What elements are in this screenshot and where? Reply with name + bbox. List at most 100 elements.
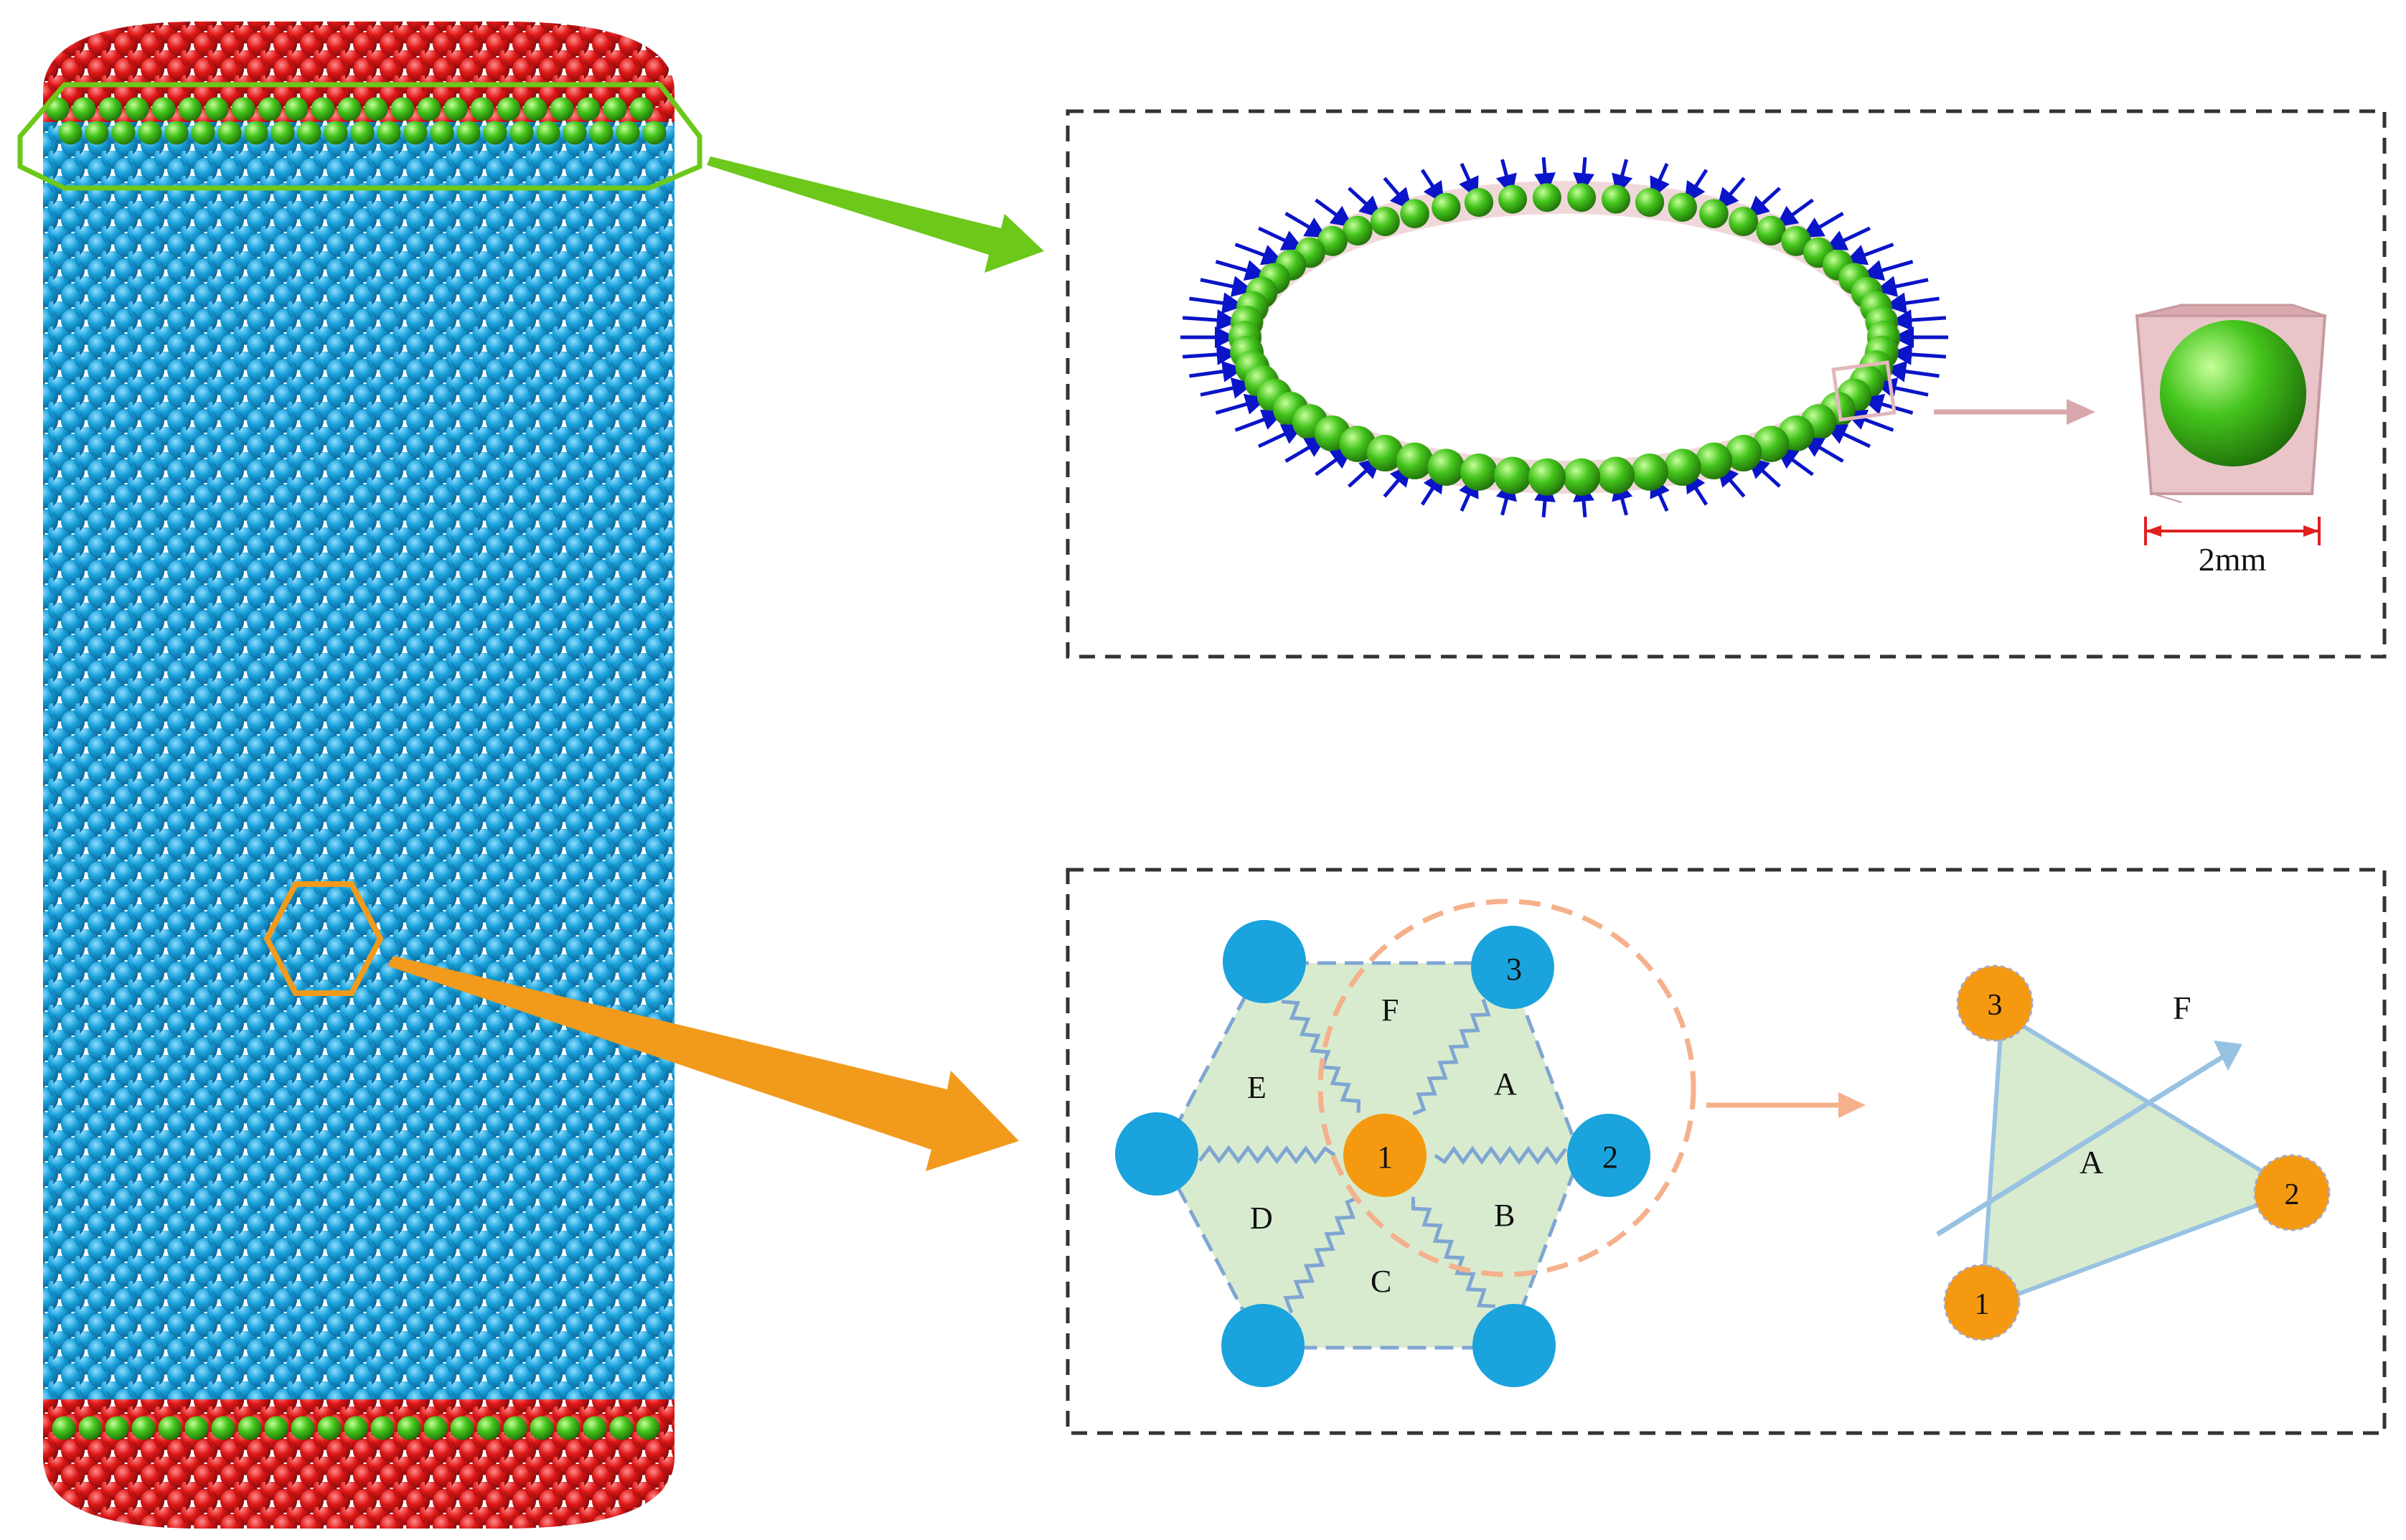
force-arrow	[1315, 447, 1353, 476]
green-particle	[456, 121, 481, 145]
green-particle	[158, 1416, 182, 1440]
green-particle	[377, 121, 401, 145]
force-arrow	[1824, 424, 1871, 449]
green-particle	[238, 1416, 262, 1440]
force-arrow	[1747, 456, 1781, 488]
green-particle	[191, 121, 215, 145]
green-particle	[205, 97, 229, 121]
force-arrow	[1315, 198, 1353, 227]
spring	[1434, 1145, 1568, 1165]
force-arrow	[1420, 169, 1444, 205]
normal-vector-head	[2214, 1041, 2242, 1071]
ring-particle	[1427, 449, 1465, 486]
selected-cell-box	[1831, 360, 1897, 422]
ring-particle	[1601, 184, 1631, 214]
green-particle	[476, 1416, 501, 1440]
mesh-node-label-1: 1	[1377, 1140, 1393, 1175]
ring-particle	[1317, 225, 1348, 256]
ring-particle	[1464, 187, 1494, 217]
green-particle	[523, 97, 548, 121]
force-arrow	[1801, 212, 1844, 238]
force-arrow	[1612, 159, 1633, 197]
force-arrow	[1215, 393, 1267, 415]
green-pointer-arrow	[707, 156, 1044, 273]
ring-particle	[1725, 434, 1762, 471]
green-particle	[211, 1416, 235, 1440]
green-particle	[609, 1416, 634, 1440]
green-particle	[58, 121, 83, 145]
force-arrow	[1775, 198, 1814, 227]
element-node-1	[1943, 1264, 2021, 1341]
green-particle	[576, 97, 601, 121]
green-particle	[151, 97, 176, 121]
force-arrow	[1495, 159, 1517, 197]
ring-particle	[1663, 449, 1701, 486]
force-arrow	[1747, 187, 1781, 218]
force-arrow	[1716, 177, 1746, 210]
force-arrow	[1861, 393, 1914, 415]
ring-particle	[1635, 187, 1665, 217]
green-particle	[536, 121, 560, 145]
force-arrow	[1874, 377, 1929, 399]
force-arrow	[1824, 226, 1871, 250]
green-particle	[178, 97, 202, 121]
green-particle	[423, 1416, 448, 1440]
green-particle	[364, 97, 388, 121]
ring-particle	[1781, 225, 1812, 256]
green-particle	[284, 97, 309, 121]
green-particle	[636, 1416, 660, 1440]
triangle-label-e: E	[1247, 1070, 1267, 1105]
green-particle	[317, 1416, 342, 1440]
green-particle	[483, 121, 507, 145]
force-arrow	[1801, 436, 1844, 463]
force-arrow	[1182, 343, 1239, 365]
mesh-node-top-left	[1223, 920, 1306, 1003]
ring-particle	[1563, 458, 1601, 496]
green-particle	[550, 97, 574, 121]
ring-particle	[1699, 199, 1729, 229]
bottom-green-row	[52, 1416, 660, 1440]
force-arrow	[1890, 309, 1947, 332]
ring-particle	[1729, 207, 1759, 237]
force-arrow	[1258, 424, 1305, 449]
spring	[1198, 1145, 1336, 1165]
green-particle	[589, 121, 614, 145]
ring-particle	[1695, 442, 1733, 479]
mesh-panel-frame	[1066, 868, 2387, 1435]
top-green-row-2	[58, 121, 667, 145]
ring-particle	[1498, 184, 1528, 214]
green-particle	[470, 97, 494, 121]
green-particle	[603, 97, 627, 121]
green-particle	[244, 121, 268, 145]
ring-particle	[1567, 183, 1597, 212]
green-particle	[291, 1416, 315, 1440]
element-triangle	[1979, 1009, 2300, 1311]
ring-particle	[1756, 215, 1786, 246]
triangle-label-c: C	[1371, 1264, 1391, 1299]
force-arrow	[1284, 212, 1327, 238]
force-arrow	[1258, 226, 1305, 250]
mesh-node-left	[1115, 1112, 1198, 1196]
ring-particle	[1396, 442, 1434, 479]
dimension-marker: 2mm	[2144, 517, 2321, 578]
green-particle	[105, 1416, 129, 1440]
green-particle	[390, 97, 415, 121]
ring-particle	[1752, 426, 1790, 462]
ring-particle	[1432, 192, 1461, 222]
force-arrow	[1200, 377, 1254, 399]
green-particle	[72, 97, 96, 121]
force-arrow	[1573, 157, 1594, 195]
green-particle	[443, 97, 468, 121]
ring-particle	[1400, 199, 1429, 229]
orange-hexagon-callout	[263, 881, 384, 996]
force-arrow	[1348, 456, 1382, 488]
top-green-row	[45, 97, 654, 121]
green-particle	[52, 1416, 76, 1440]
green-particle	[125, 97, 149, 121]
spring-connectors	[1198, 998, 1568, 1314]
green-particle	[629, 97, 654, 121]
cell-sphere	[2160, 320, 2306, 466]
green-particle	[370, 1416, 395, 1440]
green-particle	[98, 97, 123, 121]
element-node-2	[2253, 1154, 2331, 1231]
